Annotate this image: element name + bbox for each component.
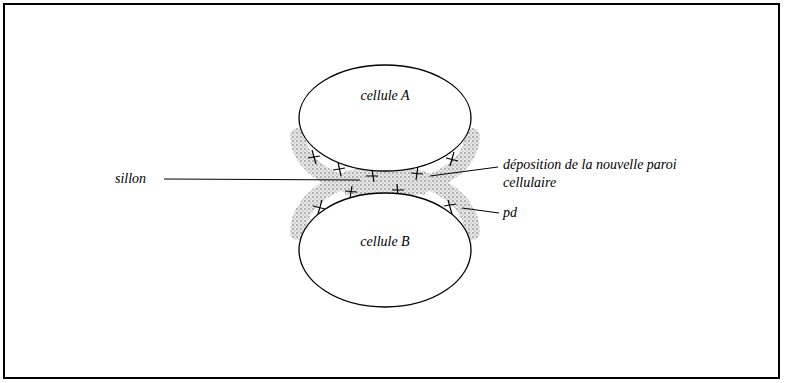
furrow-region — [345, 170, 425, 196]
cell-outline — [298, 192, 472, 308]
leader-line — [164, 179, 360, 180]
leader-line — [462, 208, 499, 213]
cell-ellipse: cellule A — [298, 64, 472, 172]
leader-line — [430, 167, 498, 176]
annotation-label: pd — [503, 204, 517, 222]
frame-border — [4, 4, 779, 378]
cell-name: cellule B — [360, 234, 409, 250]
annotation-label: sillon — [115, 170, 146, 188]
annotation-label: déposition de la nouvelle paroi cellulai… — [503, 156, 693, 191]
cell-name: cellule A — [360, 88, 409, 104]
cell-ellipse: cellule B — [298, 192, 472, 308]
cell-outline — [298, 64, 472, 172]
